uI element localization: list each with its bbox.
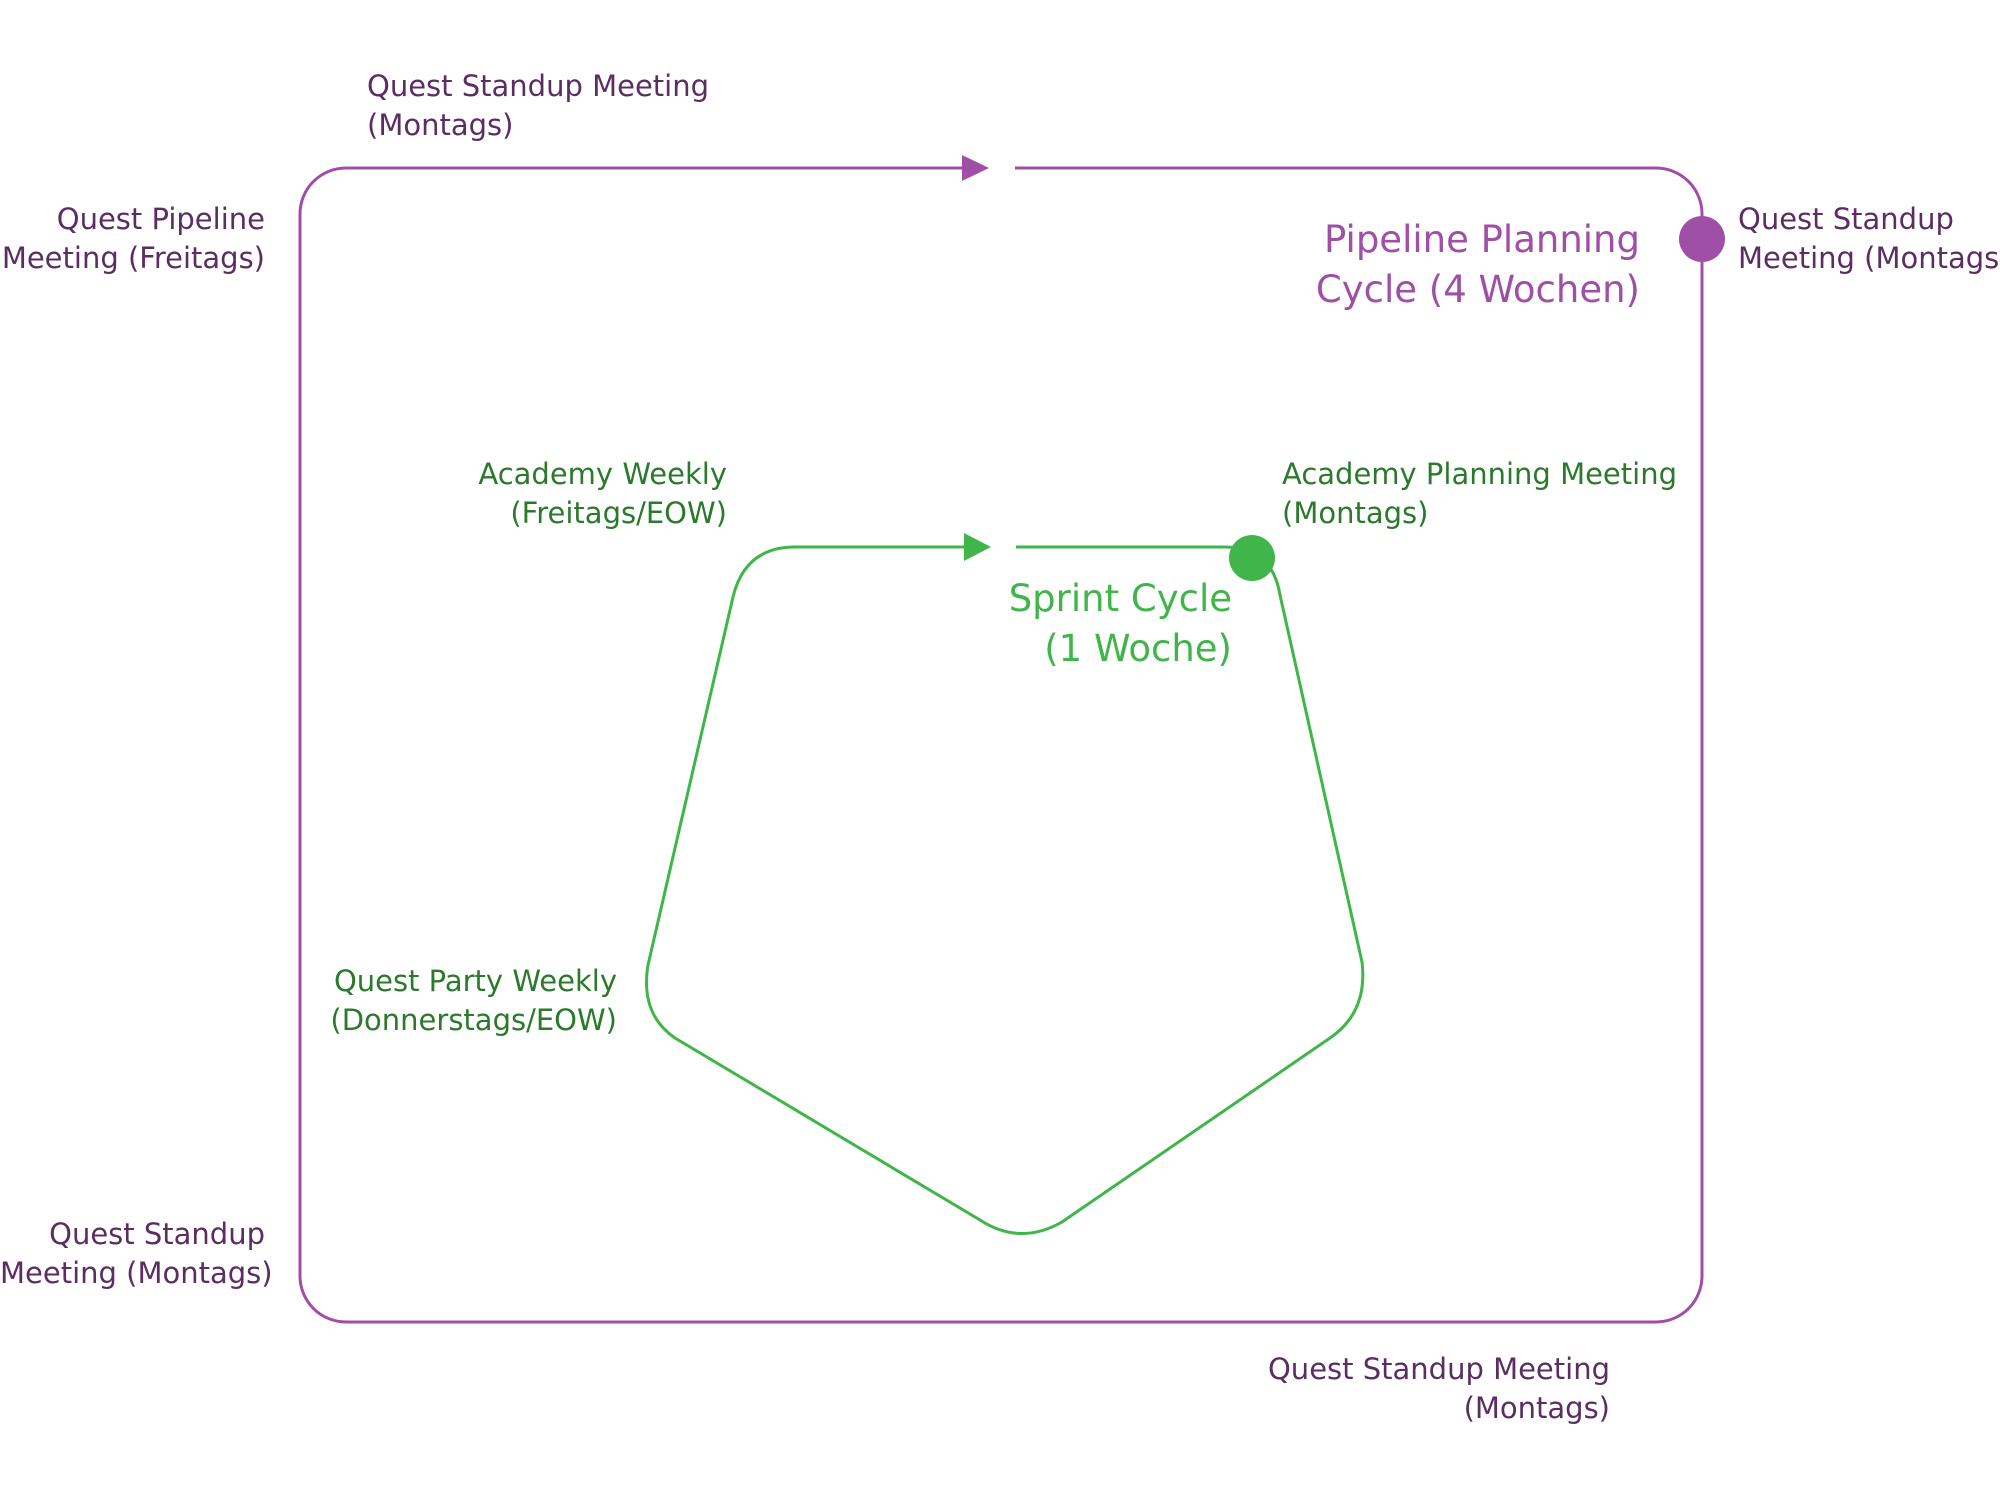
inner-label-start-line2: (Montags)	[1282, 496, 1429, 530]
outer-label-bottom-right-line1: Quest Standup Meeting	[1267, 1352, 1610, 1386]
inner-title-line1: Sprint Cycle	[1008, 577, 1232, 620]
outer-label-top-start: Quest Standup Meeting (Montags)	[367, 67, 709, 145]
inner-cycle-start-marker	[1229, 535, 1275, 581]
inner-label-left-lower-line1: Quest Party Weekly	[333, 964, 617, 998]
inner-title-line2: (1 Woche)	[1044, 627, 1232, 670]
outer-cycle-start-marker	[1679, 216, 1725, 262]
sprint-cycle-title: Sprint Cycle (1 Woche)	[960, 574, 1232, 674]
inner-label-start-line1: Academy Planning Meeting	[1282, 457, 1677, 491]
outer-label-bottom-left-line2: Meeting (Montags)	[0, 1256, 273, 1290]
inner-label-top-left-line2: (Freitags/EOW)	[510, 496, 727, 530]
outer-cycle-arrow-icon	[962, 155, 989, 181]
outer-label-top-left: Quest Pipeline Meeting (Freitags)	[0, 200, 265, 278]
outer-label-right-start-line1: Quest Standup	[1738, 202, 1954, 236]
outer-label-top-left-line1: Quest Pipeline	[56, 202, 265, 236]
inner-label-top-left-line1: Academy Weekly	[478, 457, 727, 491]
outer-label-top-start-line1: Quest Standup Meeting	[367, 69, 710, 103]
outer-label-top-start-line2: (Montags)	[367, 108, 514, 142]
outer-title-line2: Cycle (4 Wochen)	[1315, 268, 1640, 311]
outer-label-bottom-right: Quest Standup Meeting (Montags)	[1200, 1350, 1610, 1428]
inner-label-left-lower: Quest Party Weekly (Donnerstags/EOW)	[300, 962, 617, 1040]
outer-label-bottom-left-line1: Quest Standup	[49, 1217, 265, 1251]
outer-label-top-left-line2: Meeting (Freitags)	[1, 241, 265, 275]
outer-title-line1: Pipeline Planning	[1324, 218, 1640, 261]
outer-cycle-path	[298, 166, 1704, 1324]
outer-label-bottom-right-line2: (Montags)	[1463, 1391, 1610, 1425]
outer-label-right-start: Quest Standup Meeting (Montags)	[1738, 200, 2000, 278]
inner-label-left-lower-line2: (Donnerstags/EOW)	[330, 1003, 617, 1037]
pipeline-planning-cycle-title: Pipeline Planning Cycle (4 Wochen)	[1260, 215, 1640, 315]
inner-cycle-arrow-icon	[964, 533, 991, 561]
inner-cycle-path	[645, 545, 1365, 1235]
inner-label-start: Academy Planning Meeting (Montags)	[1282, 455, 1677, 533]
inner-label-top-left: Academy Weekly (Freitags/EOW)	[440, 455, 727, 533]
outer-label-right-start-line2: Meeting (Montags)	[1738, 241, 2000, 275]
outer-label-bottom-left: Quest Standup Meeting (Montags)	[0, 1215, 273, 1293]
